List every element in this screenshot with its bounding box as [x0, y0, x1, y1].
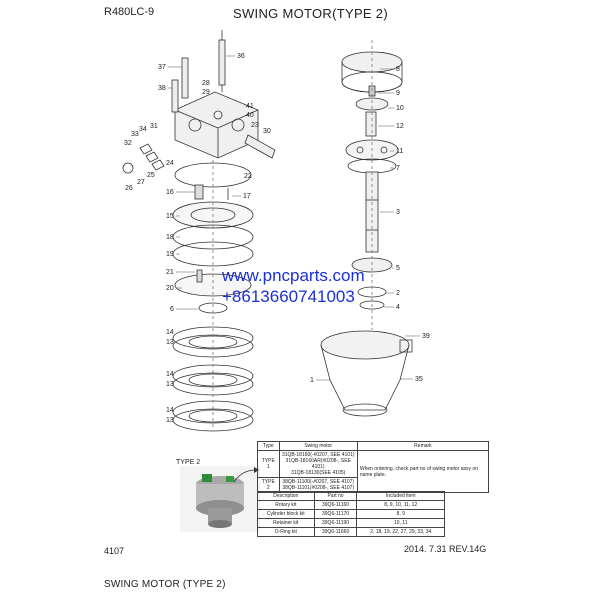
revision-date: 2014. 7.31 REV.14G [404, 544, 487, 554]
svg-text:18: 18 [166, 234, 174, 241]
svg-text:41: 41 [246, 103, 254, 110]
motor-housing [320, 330, 413, 417]
svg-text:8: 8 [396, 66, 400, 73]
svg-text:25: 25 [147, 172, 155, 179]
svg-text:6: 6 [170, 306, 174, 313]
svg-text:40: 40 [246, 112, 254, 119]
svg-text:21: 21 [166, 269, 174, 276]
svg-text:11: 11 [396, 148, 403, 155]
motor-cell: 31QB-18160(-#0207, SEE 4101) 31QB-18160A… [278, 450, 358, 478]
svg-text:32: 32 [124, 140, 132, 147]
bolt-part [181, 57, 189, 99]
svg-text:31: 31 [150, 123, 158, 130]
type-header: Type [257, 441, 280, 451]
svg-text:28: 28 [202, 80, 210, 87]
svg-text:19: 19 [166, 251, 174, 258]
arrow-icon [233, 467, 259, 483]
svg-text:26: 26 [125, 185, 133, 192]
page-number: 4107 [104, 546, 125, 556]
svg-text:22: 22 [244, 173, 252, 180]
svg-text:14: 14 [166, 407, 174, 414]
svg-text:27: 27 [137, 179, 145, 186]
page-title: SWING MOTOR(TYPE 2) [233, 6, 388, 21]
svg-text:39: 39 [422, 333, 430, 340]
svg-text:34: 34 [139, 126, 147, 133]
svg-text:4: 4 [396, 304, 400, 311]
svg-text:1: 1 [310, 377, 314, 384]
svg-text:37: 37 [158, 64, 166, 71]
svg-text:16: 16 [166, 189, 174, 196]
svg-text:13: 13 [166, 417, 174, 424]
watermark-phone: +8613660741003 [222, 287, 355, 306]
svg-text:35: 35 [415, 376, 423, 383]
svg-text:17: 17 [243, 193, 251, 200]
svg-text:5: 5 [396, 265, 400, 272]
kit-table: Description Part no Included item Rotary… [257, 491, 445, 537]
svg-text:30: 30 [263, 128, 271, 135]
svg-text:38: 38 [158, 85, 166, 92]
motor-header: Swing motor [278, 441, 358, 451]
svg-text:33: 33 [131, 131, 139, 138]
svg-text:13: 13 [166, 381, 174, 388]
svg-text:20: 20 [166, 285, 174, 292]
valve-block [174, 91, 259, 159]
caption: SWING MOTOR (TYPE 2) [104, 579, 226, 590]
model-label: R480LC-9 [104, 6, 155, 18]
type-cell: TYPE 1 [257, 450, 280, 478]
type-table: Type Swing motor Remark TYPE 1 31QB-1816… [257, 441, 490, 493]
svg-text:3: 3 [396, 209, 400, 216]
svg-text:14: 14 [166, 329, 174, 336]
svg-text:36: 36 [237, 53, 245, 60]
svg-text:2: 2 [396, 290, 400, 297]
svg-text:15: 15 [166, 213, 174, 220]
svg-text:10: 10 [396, 105, 404, 112]
type2-label: TYPE 2 [176, 459, 201, 466]
svg-text:29: 29 [202, 89, 210, 96]
desc-header: Description [257, 491, 315, 501]
type2-motor-image [180, 466, 260, 532]
watermark-site: www.pncparts.com [222, 266, 365, 285]
svg-text:23: 23 [251, 122, 259, 129]
svg-text:13: 13 [166, 339, 174, 346]
svg-text:14: 14 [166, 371, 174, 378]
partno-header: Part no [313, 491, 358, 501]
svg-text:7: 7 [396, 165, 400, 172]
svg-text:24: 24 [166, 160, 174, 167]
remark-cell: When ordering, check part no of swing mo… [356, 450, 490, 493]
svg-text:9: 9 [396, 90, 400, 97]
remark-header: Remark [356, 441, 490, 451]
included-header: Included item [356, 491, 445, 501]
svg-text:12: 12 [396, 123, 404, 130]
